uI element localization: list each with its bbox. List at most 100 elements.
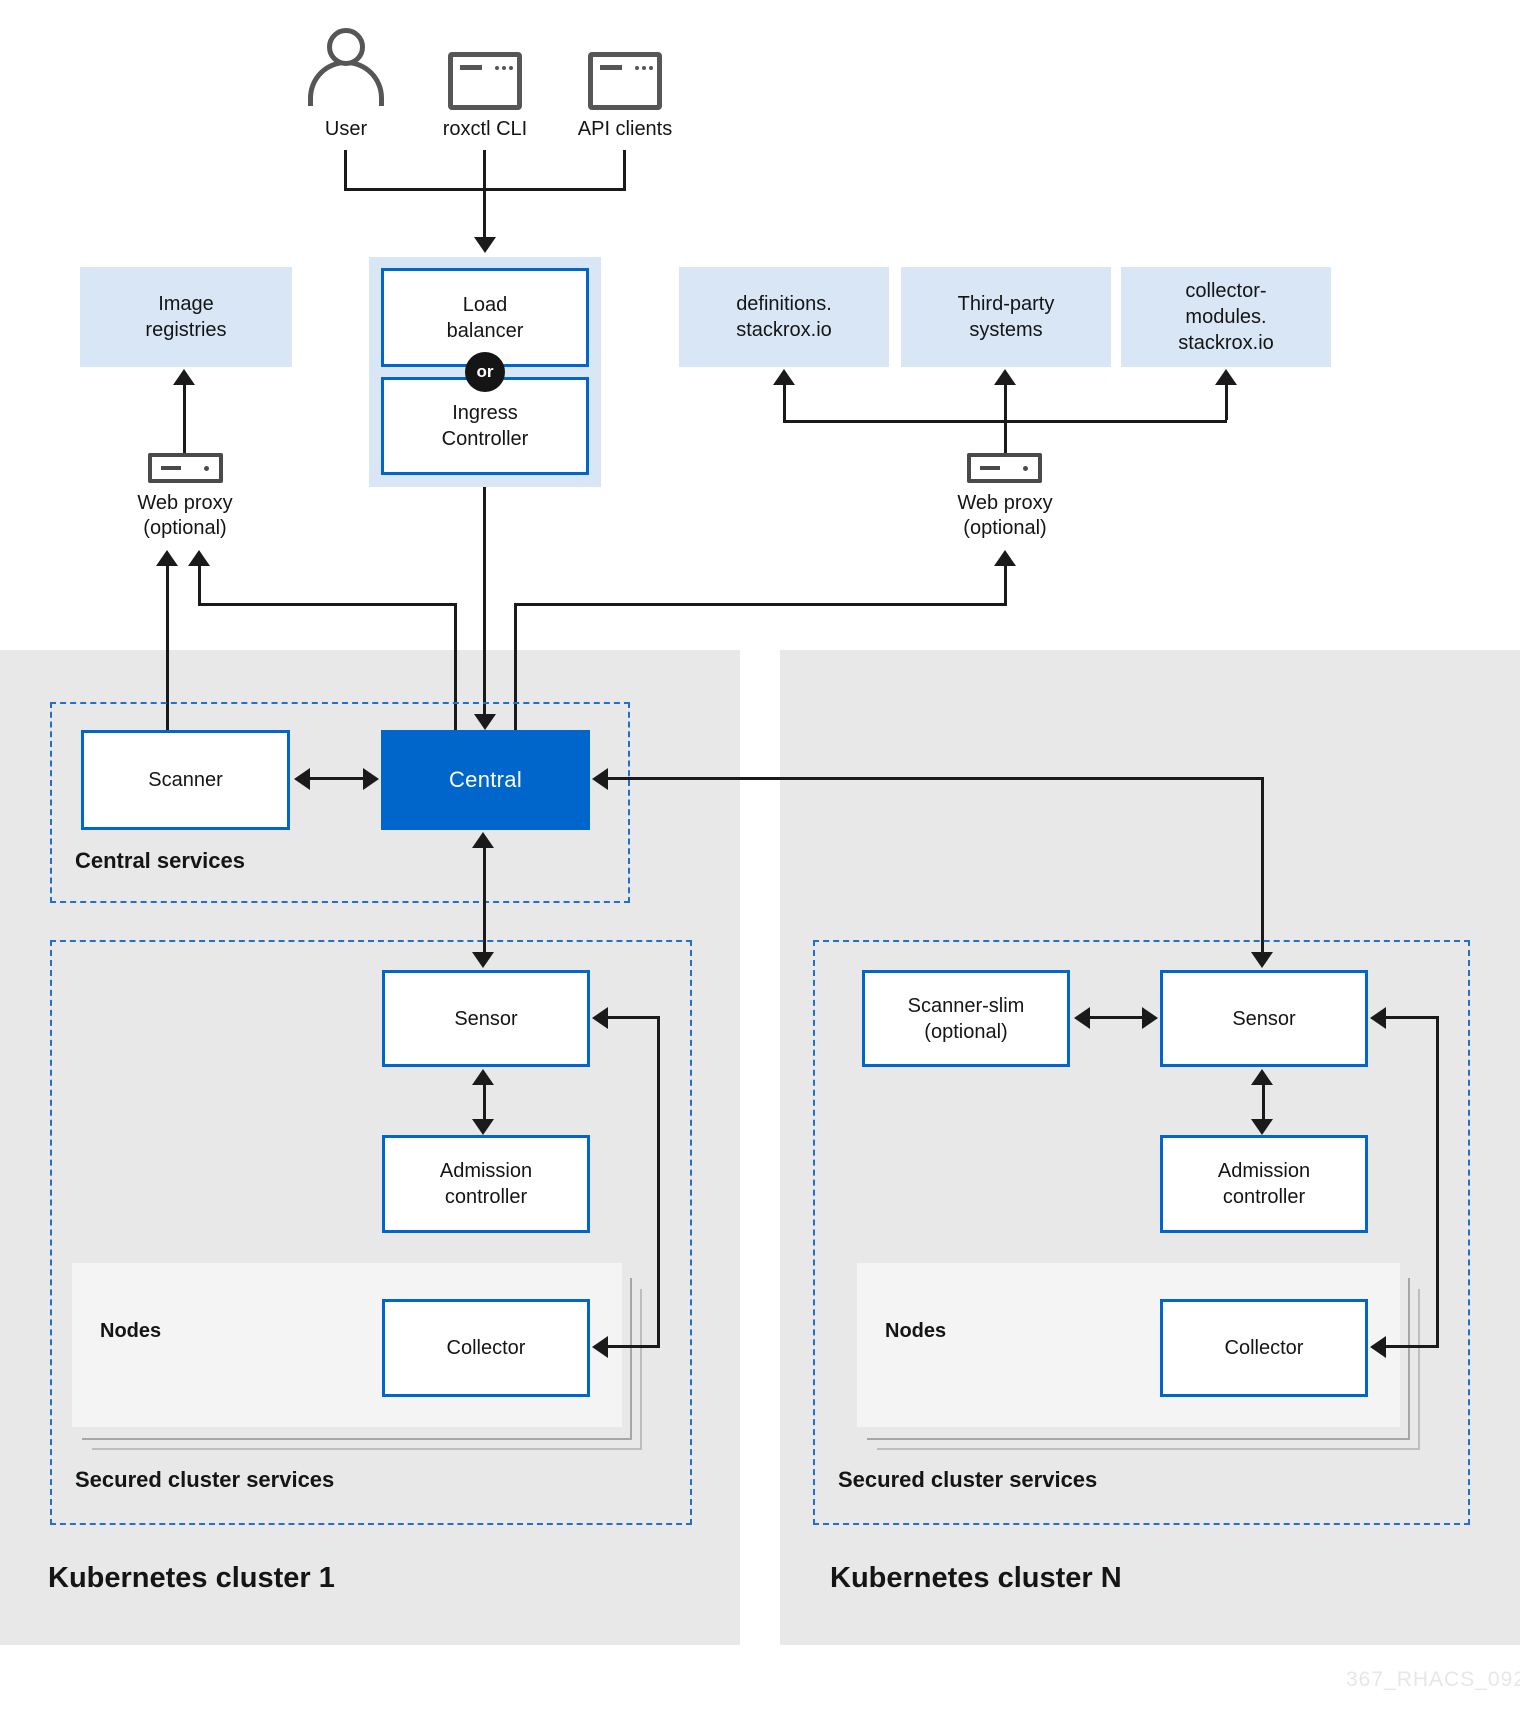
connector-line: [783, 420, 1227, 423]
web-proxy-left-label: Web proxy: [137, 492, 233, 514]
clusterN-nodes-label: Nodes: [885, 1320, 947, 1342]
definitions-stackrox-box: definitions. stackrox.io: [679, 267, 889, 367]
arrowhead: [1370, 1336, 1386, 1358]
image-registries-box: Image registries: [80, 267, 292, 367]
web-proxy-left-icon: [148, 453, 223, 483]
api-clients-icon: [588, 52, 662, 110]
connector-line: [1225, 385, 1228, 420]
user-icon-body: [308, 60, 384, 106]
central-box: Central: [381, 730, 590, 830]
arrowhead: [472, 832, 494, 848]
arrowhead: [474, 714, 496, 730]
watermark: 367_RHACS_0923: [1346, 1668, 1520, 1691]
arrowhead: [472, 1069, 494, 1085]
server-dot: [1023, 466, 1028, 471]
api-clients-label: API clients: [577, 118, 673, 140]
clusterN-panel: [780, 650, 1520, 1645]
connector-line: [657, 1016, 660, 1348]
connector-line: [344, 188, 626, 191]
window-titlebar: [600, 65, 622, 70]
arrowhead: [1251, 1069, 1273, 1085]
server-dash: [161, 466, 181, 470]
connector-line: [308, 777, 365, 780]
web-proxy-right-optional: (optional): [963, 517, 1047, 539]
user-icon: [308, 28, 384, 106]
central-services-border: [50, 702, 630, 903]
clusterN-sensor-box: Sensor: [1160, 970, 1368, 1067]
arrowhead: [592, 768, 608, 790]
connector-line: [1004, 385, 1007, 420]
clusterN-scanner-slim-box: Scanner-slim (optional): [862, 970, 1070, 1067]
scanner-box: Scanner: [81, 730, 290, 830]
clusterN-collector-box: Collector: [1160, 1299, 1368, 1397]
connector-line: [1384, 1345, 1438, 1348]
arrowhead: [294, 768, 310, 790]
connector-line: [514, 603, 1007, 606]
nodes-stack-line: [877, 1448, 1420, 1450]
clusterN-secured-label: Secured cluster services: [838, 1467, 1098, 1492]
connector-line: [183, 385, 186, 453]
kubernetes-cluster-1-label: Kubernetes cluster 1: [48, 1562, 335, 1594]
window-dot: [502, 66, 506, 70]
window-dot: [495, 66, 499, 70]
arrowhead: [994, 550, 1016, 566]
arrowhead: [156, 550, 178, 566]
cluster1-admission-controller-box: Admission controller: [382, 1135, 590, 1233]
arrowhead: [592, 1336, 608, 1358]
arrowhead: [474, 237, 496, 253]
cluster1-sensor-box: Sensor: [382, 970, 590, 1067]
window-dot: [642, 66, 646, 70]
arrowhead: [363, 768, 379, 790]
connector-line: [1004, 420, 1007, 453]
collector-modules-box: collector- modules. stackrox.io: [1121, 267, 1331, 367]
connector-line: [1384, 1016, 1438, 1019]
connector-line: [198, 603, 457, 606]
connector-line: [623, 150, 626, 188]
connector-line: [483, 190, 486, 237]
nodes-stack-line: [630, 1278, 632, 1438]
connector-line: [483, 846, 486, 954]
arrowhead: [173, 369, 195, 385]
arrowhead: [1251, 1119, 1273, 1135]
arrowhead: [1074, 1007, 1090, 1029]
connector-line: [606, 1016, 659, 1019]
web-proxy-right-icon: [967, 453, 1042, 483]
nodes-stack-line: [1418, 1289, 1420, 1448]
nodes-stack-line: [867, 1438, 1410, 1440]
connector-line: [166, 566, 169, 730]
arrowhead: [1251, 952, 1273, 968]
central-services-label: Central services: [75, 848, 245, 873]
user-label: User: [324, 118, 368, 140]
connector-line: [514, 603, 517, 730]
connector-line: [1262, 1083, 1265, 1121]
cluster1-nodes-label: Nodes: [100, 1320, 162, 1342]
window-dot: [649, 66, 653, 70]
connector-line: [198, 566, 201, 603]
window-dot: [635, 66, 639, 70]
web-proxy-right-label: Web proxy: [957, 492, 1053, 514]
roxctl-cli-label: roxctl CLI: [442, 118, 528, 140]
connector-line: [483, 487, 486, 714]
server-dot: [204, 466, 209, 471]
window-titlebar: [460, 65, 482, 70]
server-dash: [980, 466, 1000, 470]
cluster1-secured-label: Secured cluster services: [75, 1467, 335, 1492]
arrowhead: [1215, 369, 1237, 385]
connector-line: [483, 150, 486, 188]
third-party-systems-box: Third-party systems: [901, 267, 1111, 367]
clusterN-secured-border: [813, 940, 1470, 1525]
arrowhead: [773, 369, 795, 385]
connector-line: [606, 777, 1263, 780]
arrowhead: [1142, 1007, 1158, 1029]
user-icon-head: [327, 28, 365, 66]
load-balancer-box: Load balancer: [381, 268, 589, 367]
nodes-stack-line: [82, 1438, 632, 1440]
web-proxy-left-optional: (optional): [143, 517, 227, 539]
nodes-stack-line: [640, 1289, 642, 1448]
nodes-stack-line: [92, 1448, 642, 1450]
arrowhead: [188, 550, 210, 566]
connector-line: [1261, 777, 1264, 954]
arrowhead: [592, 1007, 608, 1029]
window-dot: [509, 66, 513, 70]
